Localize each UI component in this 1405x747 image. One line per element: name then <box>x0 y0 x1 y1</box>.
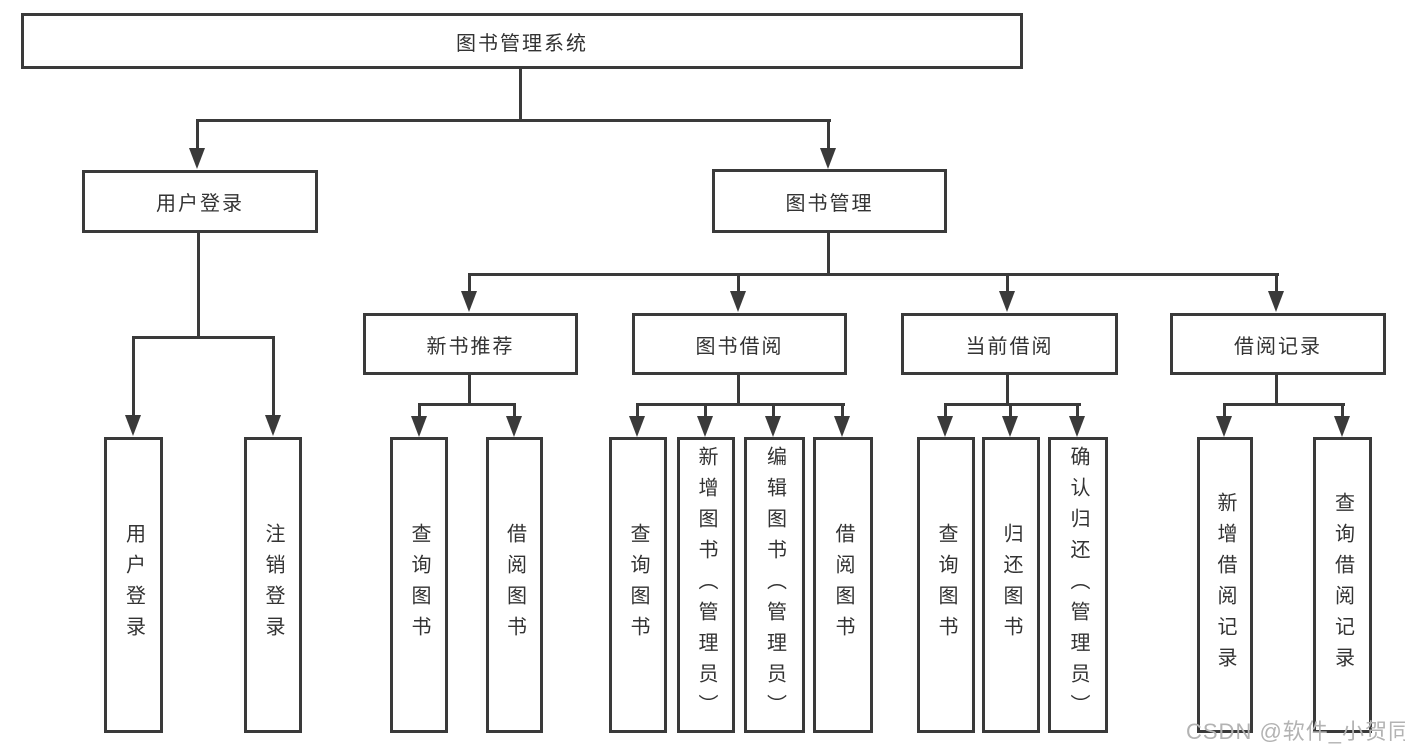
connector-records-drop-1 <box>1223 403 1226 418</box>
arrow-down-icon <box>765 416 781 437</box>
connector-user-drop-1 <box>132 336 135 417</box>
arrow-down-icon <box>697 416 713 437</box>
leaf-records-query-label: 查询借阅记录 <box>1331 492 1354 678</box>
leaf-current-query: 查询图书 <box>917 437 975 733</box>
leaf-current-return: 归还图书 <box>982 437 1040 733</box>
leaf-current-confirm-return: 确认归还（管理员） <box>1048 437 1108 733</box>
connector-current-drop-3 <box>1076 403 1079 418</box>
connector-records-stem <box>1275 375 1278 405</box>
arrow-down-icon <box>999 291 1015 312</box>
leaf-borrow-add-label: 新增图书（管理员） <box>695 445 717 725</box>
connector-borrow-drop-1 <box>636 403 639 418</box>
arrow-down-icon <box>506 416 522 437</box>
connector-root-right-drop <box>827 119 830 150</box>
leaf-borrow-add: 新增图书（管理员） <box>677 437 735 733</box>
connector-current-drop-1 <box>944 403 947 418</box>
connector-root-stem <box>519 69 522 121</box>
arrow-down-icon <box>1268 291 1284 312</box>
connector-root-hbar <box>196 119 831 122</box>
leaf-borrow-query-label: 查询图书 <box>627 523 649 647</box>
leaf-current-confirm-return-label: 确认归还（管理员） <box>1067 445 1089 725</box>
leaf-records-query: 查询借阅记录 <box>1313 437 1372 733</box>
connector-borrow-drop-3 <box>772 403 775 418</box>
connector-root-left-drop <box>196 119 199 150</box>
connector-newbook-drop-2 <box>513 403 516 418</box>
connector-newbook-hbar <box>418 403 516 406</box>
connector-borrow-hbar <box>636 403 845 406</box>
connector-book-drop-4 <box>1275 273 1278 293</box>
arrow-down-icon <box>629 416 645 437</box>
leaf-user-login-label: 用户登录 <box>122 523 145 647</box>
node-user-login: 用户登录 <box>82 170 318 233</box>
node-book-management: 图书管理 <box>712 169 947 233</box>
leaf-borrow-borrow: 借阅图书 <box>813 437 873 733</box>
arrow-down-icon <box>411 416 427 437</box>
connector-user-drop-2 <box>272 336 275 417</box>
node-borrowing-records-label: 借阅记录 <box>1234 335 1322 358</box>
node-book-borrowing: 图书借阅 <box>632 313 847 375</box>
connector-book-drop-3 <box>1006 273 1009 293</box>
leaf-logout: 注销登录 <box>244 437 302 733</box>
connector-borrow-drop-4 <box>841 403 844 418</box>
arrow-down-icon <box>1334 416 1350 437</box>
leaf-newbook-borrow: 借阅图书 <box>486 437 543 733</box>
node-user-login-label: 用户登录 <box>156 193 244 215</box>
arrow-down-icon <box>125 415 141 436</box>
arrow-down-icon <box>189 148 205 169</box>
connector-newbook-drop-1 <box>418 403 421 418</box>
connector-records-drop-2 <box>1341 403 1344 418</box>
connector-book-hbar <box>468 273 1279 276</box>
leaf-newbook-query-label: 查询图书 <box>408 523 430 647</box>
leaf-borrow-borrow-label: 借阅图书 <box>832 523 854 647</box>
watermark: CSDN @软件_小贺同学 <box>1186 719 1405 744</box>
leaf-user-login: 用户登录 <box>104 437 163 733</box>
leaf-current-return-label: 归还图书 <box>1000 523 1022 647</box>
leaf-current-query-label: 查询图书 <box>935 523 957 647</box>
node-new-book-recommend-label: 新书推荐 <box>426 335 515 358</box>
arrow-down-icon <box>937 416 953 437</box>
connector-book-drop-1 <box>468 273 471 293</box>
connector-records-hbar <box>1223 403 1345 406</box>
leaf-records-add: 新增借阅记录 <box>1197 437 1253 733</box>
connector-current-hbar <box>944 403 1081 406</box>
connector-current-stem <box>1006 375 1009 405</box>
node-root: 图书管理系统 <box>21 13 1023 69</box>
connector-borrow-drop-2 <box>704 403 707 418</box>
node-book-management-label: 图书管理 <box>785 192 874 215</box>
arrow-down-icon <box>1069 416 1085 437</box>
arrow-down-icon <box>265 415 281 436</box>
connector-book-stem <box>827 233 830 275</box>
connector-user-stem <box>197 233 200 337</box>
node-current-borrowing-label: 当前借阅 <box>965 335 1054 358</box>
connector-book-drop-2 <box>737 273 740 293</box>
node-book-borrowing-label: 图书借阅 <box>695 335 784 358</box>
node-root-label: 图书管理系统 <box>456 32 588 55</box>
leaf-borrow-query: 查询图书 <box>609 437 667 733</box>
connector-borrow-stem <box>737 375 740 405</box>
node-current-borrowing: 当前借阅 <box>901 313 1118 375</box>
node-borrowing-records: 借阅记录 <box>1170 313 1386 375</box>
leaf-newbook-borrow-label: 借阅图书 <box>503 523 526 647</box>
connector-user-hbar <box>132 336 275 339</box>
leaf-logout-label: 注销登录 <box>262 523 284 647</box>
arrow-down-icon <box>730 291 746 312</box>
leaf-borrow-edit: 编辑图书（管理员） <box>744 437 805 733</box>
arrow-down-icon <box>461 291 477 312</box>
arrow-down-icon <box>834 416 850 437</box>
leaf-newbook-query: 查询图书 <box>390 437 448 733</box>
arrow-down-icon <box>820 148 836 169</box>
connector-current-drop-2 <box>1009 403 1012 418</box>
leaf-records-add-label: 新增借阅记录 <box>1214 492 1236 678</box>
node-new-book-recommend: 新书推荐 <box>363 313 578 375</box>
connector-newbook-stem <box>468 375 471 405</box>
arrow-down-icon <box>1216 416 1232 437</box>
arrow-down-icon <box>1002 416 1018 437</box>
leaf-borrow-edit-label: 编辑图书（管理员） <box>763 445 786 725</box>
